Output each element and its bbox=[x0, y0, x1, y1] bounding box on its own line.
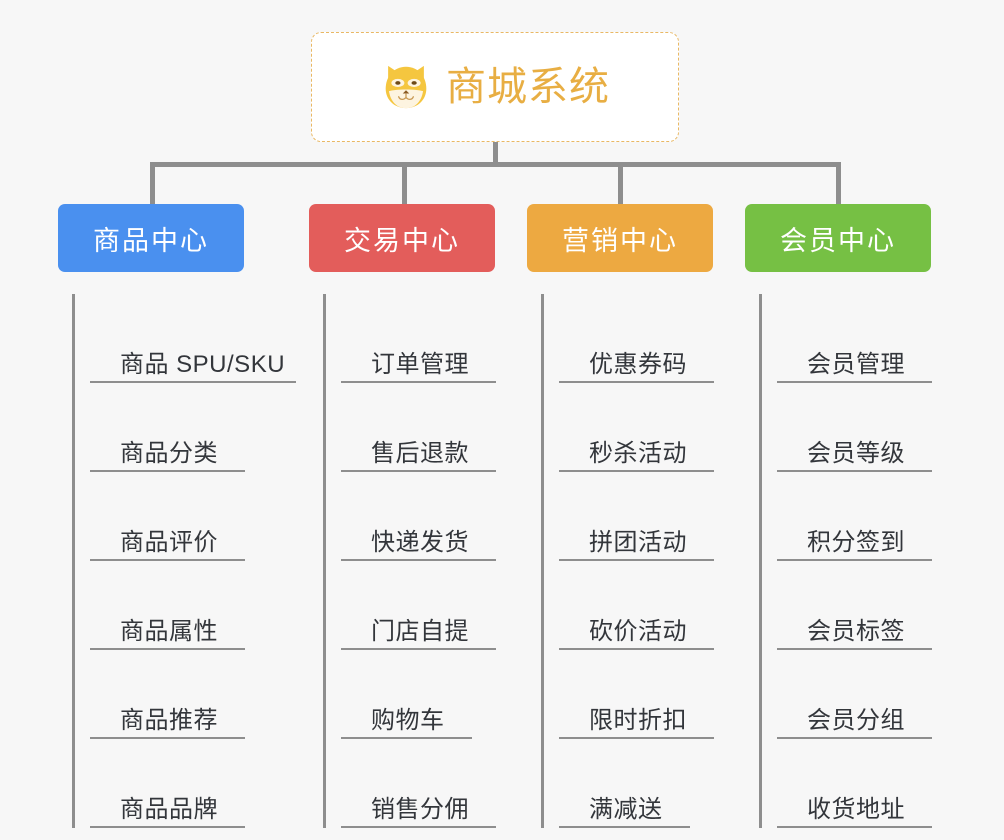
connector-drop-3 bbox=[618, 162, 623, 206]
list-item-label: 商品评价 bbox=[120, 528, 218, 556]
shiba-dog-face-icon bbox=[385, 65, 427, 109]
column-marketing-center: 营销中心 优惠券码 秒杀活动 拼团活动 砍价活动 限时折扣 满减送 bbox=[527, 204, 714, 828]
item-list-product-center: 商品 SPU/SKU 商品分类 商品评价 商品属性 商品推荐 商品品牌 bbox=[72, 294, 296, 828]
list-item[interactable]: 门店自提 bbox=[341, 561, 496, 650]
connector-horizontal-bus bbox=[150, 162, 840, 167]
list-item[interactable]: 商品属性 bbox=[90, 561, 245, 650]
item-list-marketing-center: 优惠券码 秒杀活动 拼团活动 砍价活动 限时折扣 满减送 bbox=[541, 294, 714, 828]
category-header-product-center[interactable]: 商品中心 bbox=[58, 204, 244, 272]
category-title: 交易中心 bbox=[344, 225, 460, 256]
list-item-label: 会员分组 bbox=[807, 706, 905, 734]
list-item[interactable]: 购物车 bbox=[341, 650, 472, 739]
category-title: 营销中心 bbox=[562, 225, 678, 256]
list-item[interactable]: 会员等级 bbox=[777, 383, 932, 472]
list-item[interactable]: 会员管理 bbox=[777, 294, 932, 383]
connector-drop-2 bbox=[402, 162, 407, 206]
list-item-label: 会员等级 bbox=[807, 439, 905, 467]
list-item[interactable]: 会员标签 bbox=[777, 561, 932, 650]
list-item-label: 积分签到 bbox=[807, 528, 905, 556]
connector-drop-1 bbox=[150, 162, 155, 206]
column-product-center: 商品中心 商品 SPU/SKU 商品分类 商品评价 商品属性 商品推荐 商品品牌 bbox=[58, 204, 296, 828]
list-item[interactable]: 快递发货 bbox=[341, 472, 496, 561]
list-item[interactable]: 会员分组 bbox=[777, 650, 932, 739]
connector-root-stem bbox=[493, 142, 498, 166]
category-header-trade-center[interactable]: 交易中心 bbox=[309, 204, 495, 272]
item-list-member-center: 会员管理 会员等级 积分签到 会员标签 会员分组 收货地址 bbox=[759, 294, 932, 828]
list-item-label: 销售分佣 bbox=[371, 795, 469, 823]
list-item-label: 购物车 bbox=[371, 706, 445, 734]
list-item-label: 门店自提 bbox=[371, 617, 469, 645]
list-item[interactable]: 商品品牌 bbox=[90, 739, 245, 828]
list-item-label: 商品属性 bbox=[120, 617, 218, 645]
list-item[interactable]: 拼团活动 bbox=[559, 472, 714, 561]
list-item[interactable]: 限时折扣 bbox=[559, 650, 714, 739]
list-item-label: 拼团活动 bbox=[589, 528, 687, 556]
list-item-label: 会员标签 bbox=[807, 617, 905, 645]
list-item[interactable]: 订单管理 bbox=[341, 294, 496, 383]
root-title: 商城系统 bbox=[446, 65, 610, 109]
list-item[interactable]: 售后退款 bbox=[341, 383, 496, 472]
list-item-label: 优惠券码 bbox=[589, 350, 687, 378]
list-item-label: 会员管理 bbox=[807, 350, 905, 378]
list-item[interactable]: 收货地址 bbox=[777, 739, 932, 828]
list-item[interactable]: 销售分佣 bbox=[341, 739, 496, 828]
list-item-label: 限时折扣 bbox=[589, 706, 687, 734]
list-item[interactable]: 优惠券码 bbox=[559, 294, 714, 383]
list-item[interactable]: 商品分类 bbox=[90, 383, 245, 472]
list-item-label: 商品品牌 bbox=[120, 795, 218, 823]
list-item-label: 砍价活动 bbox=[589, 617, 687, 645]
list-item-label: 快递发货 bbox=[371, 528, 469, 556]
category-header-member-center[interactable]: 会员中心 bbox=[745, 204, 931, 272]
list-item[interactable]: 满减送 bbox=[559, 739, 690, 828]
item-list-trade-center: 订单管理 售后退款 快递发货 门店自提 购物车 销售分佣 bbox=[323, 294, 496, 828]
column-trade-center: 交易中心 订单管理 售后退款 快递发货 门店自提 购物车 销售分佣 bbox=[309, 204, 496, 828]
column-member-center: 会员中心 会员管理 会员等级 积分签到 会员标签 会员分组 收货地址 bbox=[745, 204, 932, 828]
list-item-label: 秒杀活动 bbox=[589, 439, 687, 467]
root-node[interactable]: 商城系统 bbox=[311, 32, 679, 142]
list-item[interactable]: 砍价活动 bbox=[559, 561, 714, 650]
list-item[interactable]: 秒杀活动 bbox=[559, 383, 714, 472]
category-title: 商品中心 bbox=[93, 225, 209, 256]
list-item[interactable]: 商品评价 bbox=[90, 472, 245, 561]
list-item[interactable]: 商品推荐 bbox=[90, 650, 245, 739]
list-item-label: 售后退款 bbox=[371, 439, 469, 467]
category-header-marketing-center[interactable]: 营销中心 bbox=[527, 204, 713, 272]
connector-drop-4 bbox=[836, 162, 841, 206]
list-item-label: 收货地址 bbox=[807, 795, 905, 823]
list-item[interactable]: 商品 SPU/SKU bbox=[90, 294, 296, 383]
category-title: 会员中心 bbox=[780, 225, 896, 256]
list-item-label: 商品推荐 bbox=[120, 706, 218, 734]
list-item-label: 商品分类 bbox=[120, 439, 218, 467]
list-item[interactable]: 积分签到 bbox=[777, 472, 932, 561]
list-item-label: 商品 SPU/SKU bbox=[120, 350, 286, 378]
list-item-label: 满减送 bbox=[589, 795, 663, 823]
list-item-label: 订单管理 bbox=[371, 350, 469, 378]
